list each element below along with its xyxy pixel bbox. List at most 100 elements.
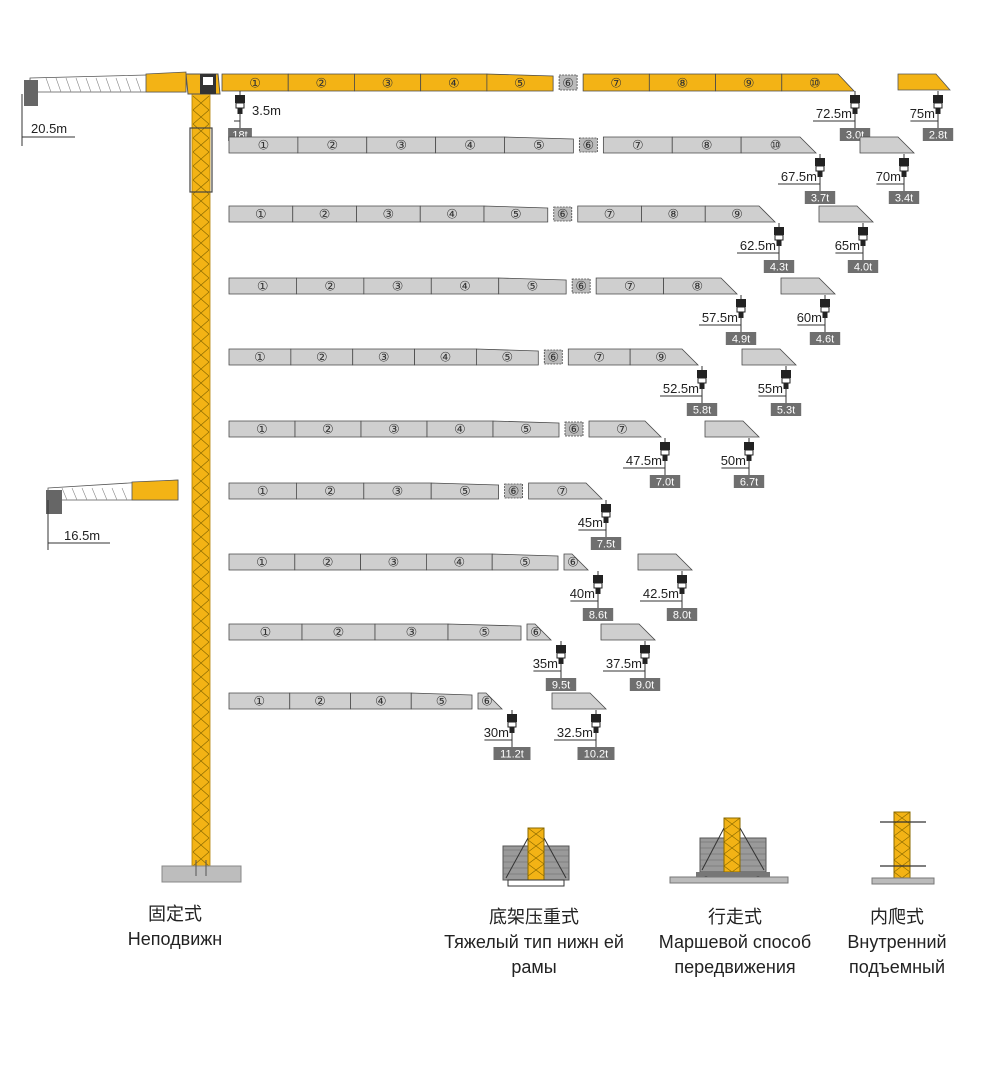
mast-brace <box>192 529 210 545</box>
row3-extension <box>780 277 836 295</box>
row9-section-5 <box>477 692 503 710</box>
row3-max-load-badge <box>725 332 757 345</box>
mast-brace <box>192 235 210 251</box>
row7-section-label-6: ⑥ <box>567 555 579 570</box>
row7-section-label-5: ⑤ <box>519 555 531 570</box>
counter-jib-lattice <box>75 77 82 93</box>
row9-max-radius-label: 30m <box>484 725 509 740</box>
top-jib-min-hook-body <box>235 102 245 109</box>
caption-traveling: 行走式 Маршевой способ передвижения <box>640 905 830 980</box>
row1-section-label-4: ④ <box>464 138 476 153</box>
top-jib-max-radius-label: 72.5m <box>816 106 852 121</box>
base-ballast-chassis <box>502 827 570 887</box>
caption-ballast-chassis-ru: Тяжелый тип нижн ей рамы <box>444 932 624 977</box>
row4-alt-hook-block <box>781 370 791 378</box>
row2-alt-load-label: 4.0t <box>854 262 872 274</box>
row2-section-6 <box>553 206 573 222</box>
row8-alt-load-label: 9.0t <box>636 680 654 692</box>
row7-section-label-2: ② <box>322 555 334 570</box>
row9-section-4 <box>410 692 473 710</box>
top-jib-min-radius: 3.5m <box>252 103 281 118</box>
row6-section-label-3: ③ <box>392 484 404 499</box>
row8-section-label-2: ② <box>333 625 345 640</box>
mast-brace <box>192 151 210 167</box>
row4-section-6 <box>543 349 563 365</box>
counter-jib-main: 20.5m <box>21 71 187 146</box>
mast-brace <box>192 347 210 363</box>
row7-alt-load-label: 8.0t <box>673 610 691 622</box>
row7-max-load-badge <box>582 608 614 621</box>
top-jib-extension <box>897 73 951 91</box>
row1-max-radius-label: 67.5m <box>781 169 817 184</box>
row8-max-hook-tip <box>558 658 564 664</box>
row6-section-label-4: ⑤ <box>459 484 471 499</box>
row6-max-radius-label: 45m <box>578 515 603 530</box>
row4-alt-hook-tip <box>783 383 789 389</box>
travel-mast-brace <box>723 841 741 855</box>
row4-max-radius-label: 52.5m <box>663 381 699 396</box>
row1-max-hook-block <box>815 158 825 166</box>
row1-alt-hook-body <box>899 165 909 172</box>
travel-mast-brace <box>723 829 741 843</box>
row1-section-6 <box>578 137 598 153</box>
mast-brace <box>192 697 210 713</box>
row1-section-label-2: ② <box>326 138 338 153</box>
row8-section-label-4: ⑤ <box>479 625 491 640</box>
row1-section-label-8: ⑧ <box>701 138 713 153</box>
row3-alt-load-badge <box>809 332 841 345</box>
top-jib-section-10 <box>781 73 855 92</box>
ballast-mast-brace <box>527 827 545 841</box>
top-jib-section-label-5: ⑤ <box>514 76 526 91</box>
mast-brace <box>192 361 210 377</box>
row3-alt-load-label: 4.6t <box>816 334 834 346</box>
mast-brace <box>192 795 210 811</box>
top-jib-max-load-label: 3.0t <box>846 130 864 142</box>
row1-max-hook-body <box>815 165 825 172</box>
counter-jib-root <box>145 71 187 93</box>
counter-jib-length-label: 20.5m <box>31 121 67 136</box>
row1-section-label-7: ⑦ <box>632 138 644 153</box>
caption-inner-climbing: 内爬式 Внутренний подъемный <box>832 905 962 980</box>
row2-alt-load-badge <box>847 260 879 273</box>
row8-section-label-5: ⑥ <box>530 625 542 640</box>
row3-section-label-3: ③ <box>392 279 404 294</box>
mast-brace <box>192 123 210 139</box>
row2-section-label-6: ⑥ <box>557 207 569 222</box>
row9-alt-load-label: 10.2t <box>584 749 608 761</box>
row3-alt-hook-block <box>820 299 830 307</box>
mast-brace <box>192 837 210 853</box>
mast-brace <box>192 753 210 769</box>
mast-brace <box>192 669 210 685</box>
mast-brace <box>192 277 210 293</box>
row4-extension <box>741 348 797 366</box>
counter-jib-lattice <box>105 77 112 93</box>
row9-alt-hook-block <box>591 714 601 722</box>
row8-section-5 <box>526 623 552 641</box>
row9-alt-radius-label: 32.5m <box>557 725 593 740</box>
ballast-mast-brace <box>527 863 545 877</box>
row9-section-label-2: ② <box>314 694 326 709</box>
row5-extension <box>704 420 760 438</box>
row4-section-8 <box>629 348 699 366</box>
top-jib-section-label-8: ⑧ <box>677 76 689 91</box>
row2-section-label-5: ⑤ <box>510 207 522 222</box>
short-jib-lattice <box>111 487 118 501</box>
row5-section-label-6: ⑥ <box>568 422 580 437</box>
mast-brace <box>192 137 210 153</box>
caption-ballast-chassis-zh: 底架压重式 <box>489 907 579 927</box>
row3-alt-hook-body <box>820 306 830 313</box>
row3-section-label-6: ⑥ <box>575 279 587 294</box>
row8-alt-load-badge <box>629 678 661 691</box>
mast-brace <box>192 809 210 825</box>
row2-max-load-label: 4.3t <box>770 262 788 274</box>
mast-brace <box>192 291 210 307</box>
row7-section-6 <box>563 553 589 571</box>
row6-max-hook-tip <box>603 517 609 523</box>
row8-section-label-1: ① <box>260 625 272 640</box>
counterweight <box>24 80 38 106</box>
mast-brace <box>192 571 210 587</box>
mast-brace <box>192 389 210 405</box>
